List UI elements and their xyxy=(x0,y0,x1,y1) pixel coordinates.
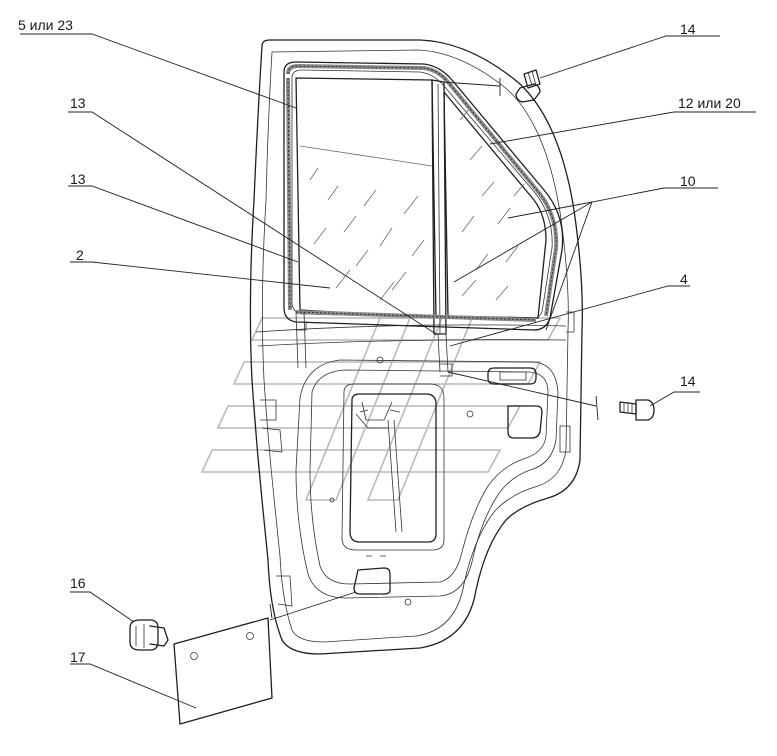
door-handle-recess xyxy=(487,367,537,385)
callout-labels: 5 или 23 14 12 или 20 13 13 10 2 4 14 16… xyxy=(18,17,741,665)
speaker-plug-seat xyxy=(353,567,391,595)
label-14-top: 14 xyxy=(680,21,696,37)
push-clip xyxy=(129,619,169,651)
rear-glass xyxy=(295,77,437,319)
label-4: 4 xyxy=(680,271,688,287)
armrest-pull-cup xyxy=(507,405,543,439)
label-13-lower: 13 xyxy=(70,171,86,187)
glass-guide-rails xyxy=(295,311,453,377)
label-14-right: 14 xyxy=(680,373,696,389)
label-12-or-20: 12 или 20 xyxy=(678,95,741,111)
front-glass xyxy=(443,91,547,319)
label-17: 17 xyxy=(70,649,86,665)
glass-run-seal xyxy=(286,63,559,322)
label-5-or-23: 5 или 23 xyxy=(18,17,73,33)
label-10: 10 xyxy=(680,173,696,189)
assembly-lines xyxy=(269,78,599,621)
bolt-right xyxy=(619,399,655,421)
label-13-upper: 13 xyxy=(70,95,86,111)
access-cover-plate xyxy=(173,617,273,725)
door-body xyxy=(249,39,583,655)
label-2: 2 xyxy=(76,247,84,263)
window-regulator-opening xyxy=(341,383,445,551)
label-16: 16 xyxy=(70,575,86,591)
watermark-logo xyxy=(200,317,562,501)
bolt-top xyxy=(515,69,541,103)
leader-lines xyxy=(20,33,756,709)
